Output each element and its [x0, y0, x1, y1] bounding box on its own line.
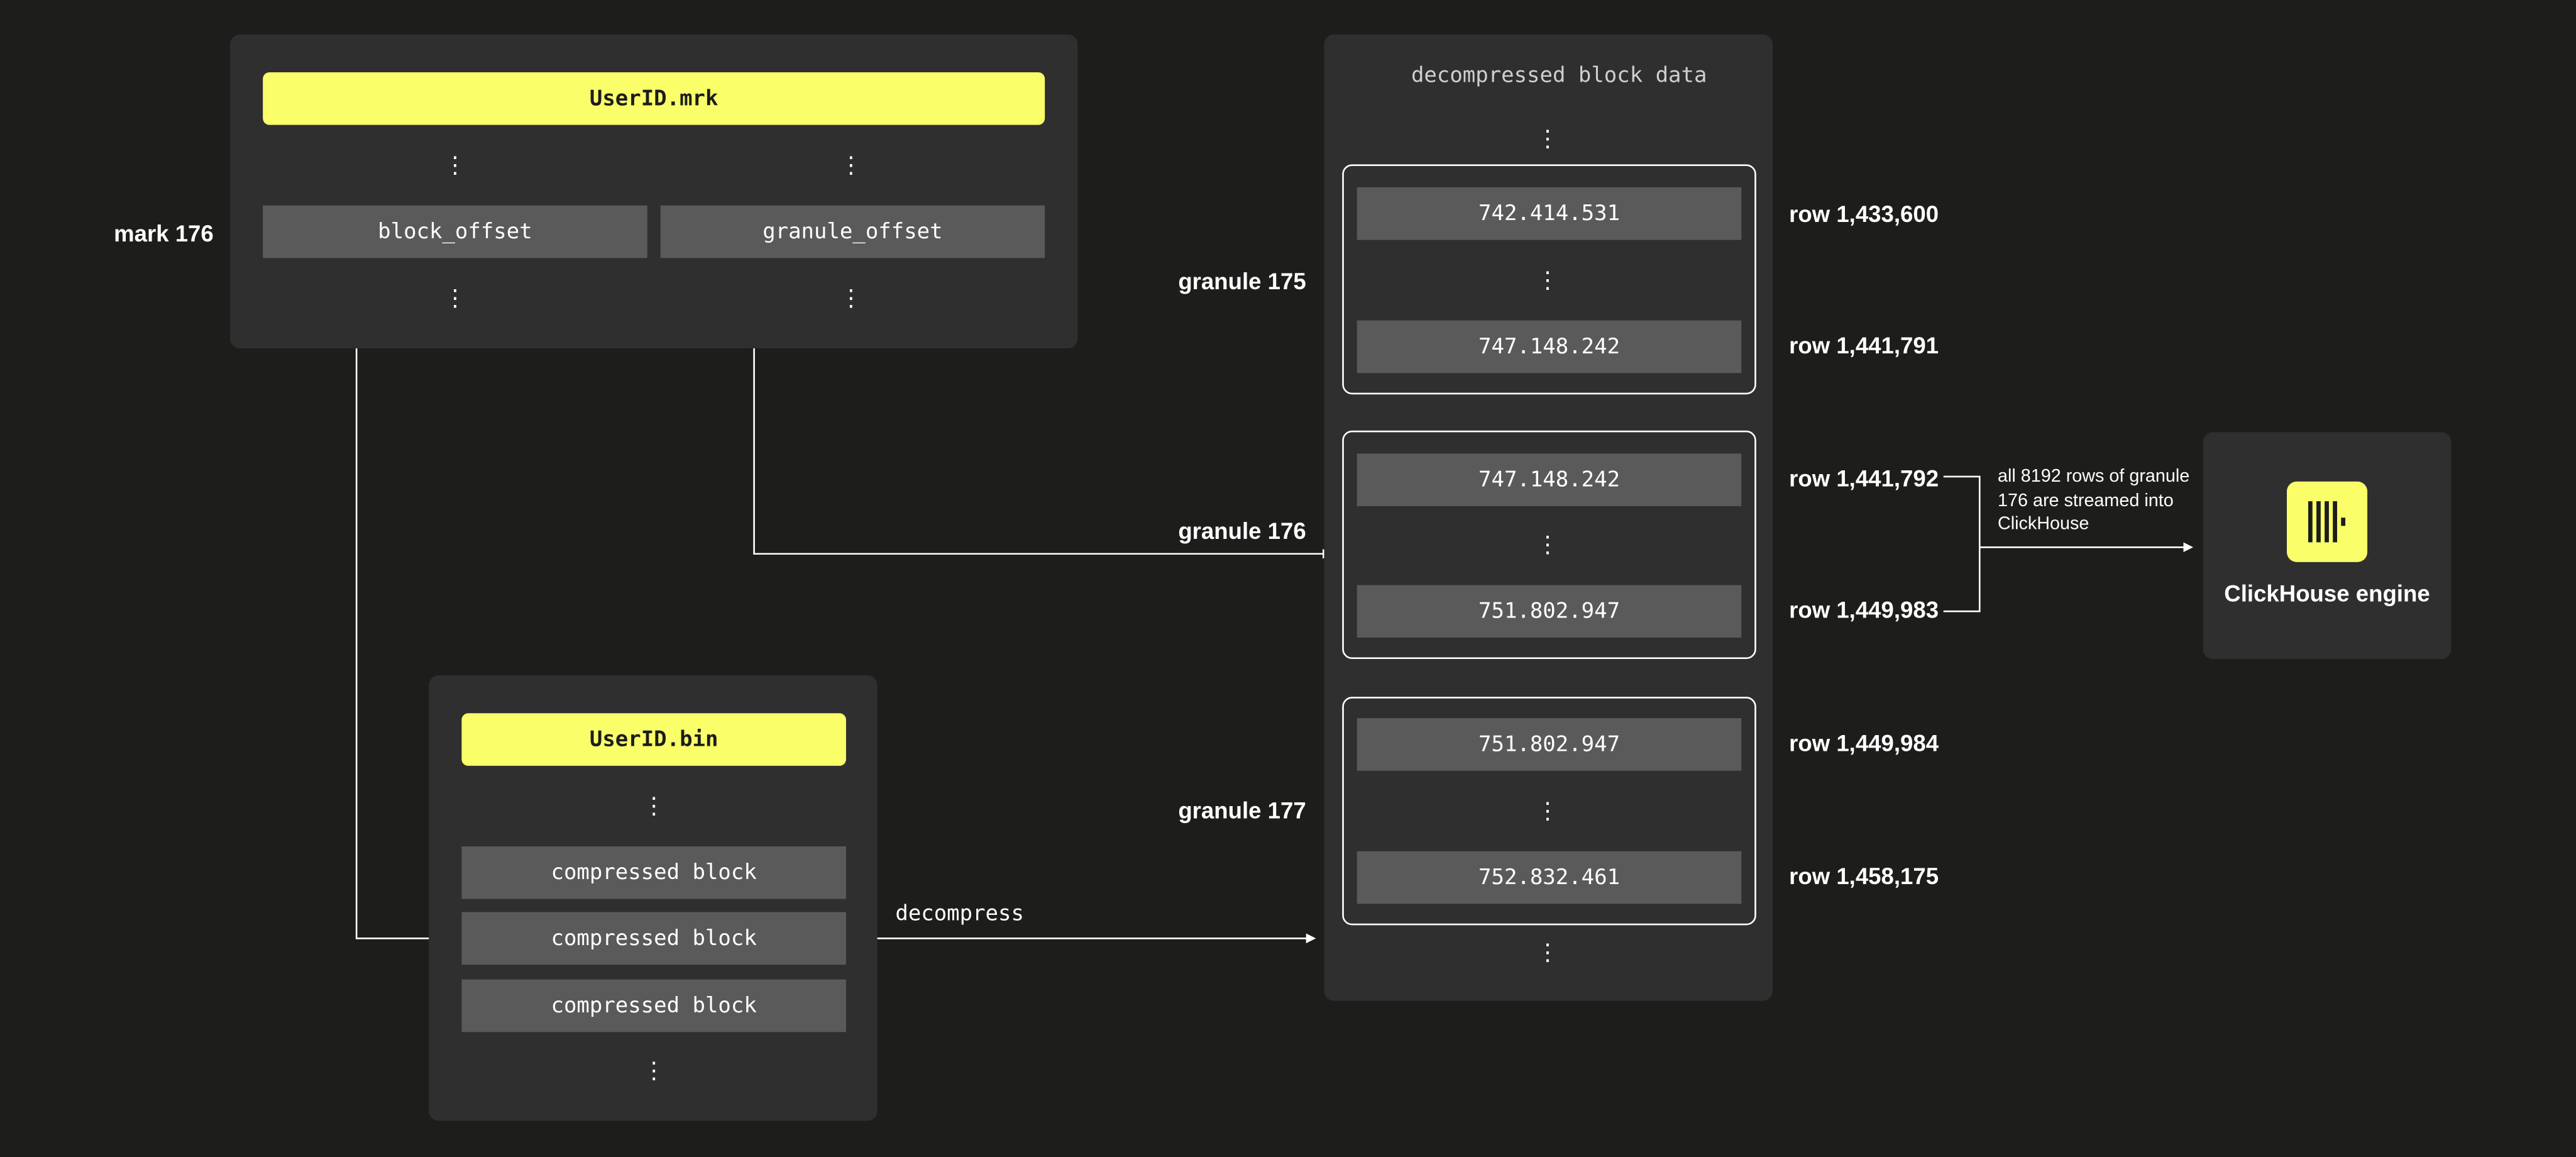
granule-176-dots: ⋮: [1536, 532, 1560, 559]
clickhouse-logo-icon: [2286, 481, 2368, 562]
granule-176-first-row: row 1,441,792: [1789, 465, 1939, 492]
compressed-block: compressed block: [461, 912, 846, 965]
decompress-label: decompress: [895, 902, 1024, 927]
granule-176-box: [1342, 430, 1756, 660]
granule-175-first-value: 742.414.531: [1357, 187, 1742, 240]
mark-dots-left-top: ⋮: [443, 153, 467, 179]
decompressed-dots-bottom: ⋮: [1536, 939, 1560, 966]
granule-175-dots: ⋮: [1536, 268, 1560, 294]
granule-175-first-row: row 1,433,600: [1789, 200, 1939, 227]
granule-offset-arrow: [753, 258, 1333, 559]
mark-label: mark 176: [114, 220, 214, 247]
stream-note: all 8192 rows of granule 176 are streame…: [1998, 467, 2190, 534]
clickhouse-engine-label: ClickHouse engine: [2224, 580, 2430, 607]
granule-175-label: granule 175: [1178, 268, 1306, 294]
mark-dots-right-top: ⋮: [839, 153, 863, 179]
granule-176-last-row: row 1,449,983: [1789, 596, 1939, 623]
decompressed-data-title: decompressed block data: [1411, 64, 1707, 89]
granule-177-first-row: row 1,449,984: [1789, 729, 1939, 756]
granule-offset-cell: granule_offset: [660, 205, 1045, 258]
block-offset-arrow: [355, 258, 457, 944]
granule-177-dots: ⋮: [1536, 799, 1560, 825]
granule-177-box: [1342, 697, 1756, 926]
mark-dots-left-bottom: ⋮: [443, 285, 467, 313]
granule-175-last-row: row 1,441,791: [1789, 331, 1939, 358]
stream-bracket: [1943, 475, 1981, 612]
mark-dots-right-bottom: ⋮: [839, 285, 863, 313]
compressed-block: compressed block: [461, 979, 846, 1032]
granule-175-box: [1342, 164, 1756, 395]
granule-177-label: granule 177: [1178, 797, 1306, 824]
granule-176-last-value: 751.802.947: [1357, 585, 1742, 638]
block-offset-cell: block_offset: [263, 205, 647, 258]
bin-file-title: UserID.bin: [461, 713, 846, 766]
compressed-block: compressed block: [461, 846, 846, 899]
granule-176-label: granule 176: [1178, 518, 1306, 545]
bin-dots-top: ⋮: [642, 794, 666, 821]
granule-177-first-value: 751.802.947: [1357, 718, 1742, 771]
granule-177-last-row: row 1,458,175: [1789, 863, 1939, 889]
clickhouse-logo-glyph: [2308, 501, 2346, 543]
granule-175-last-value: 747.148.242: [1357, 320, 1742, 374]
bin-dots-bottom: ⋮: [642, 1058, 666, 1085]
granule-176-first-value: 747.148.242: [1357, 453, 1742, 506]
decompressed-dots-top: ⋮: [1536, 126, 1560, 153]
mark-file-title: UserID.mrk: [263, 72, 1045, 125]
granule-177-last-value: 752.832.461: [1357, 851, 1742, 904]
